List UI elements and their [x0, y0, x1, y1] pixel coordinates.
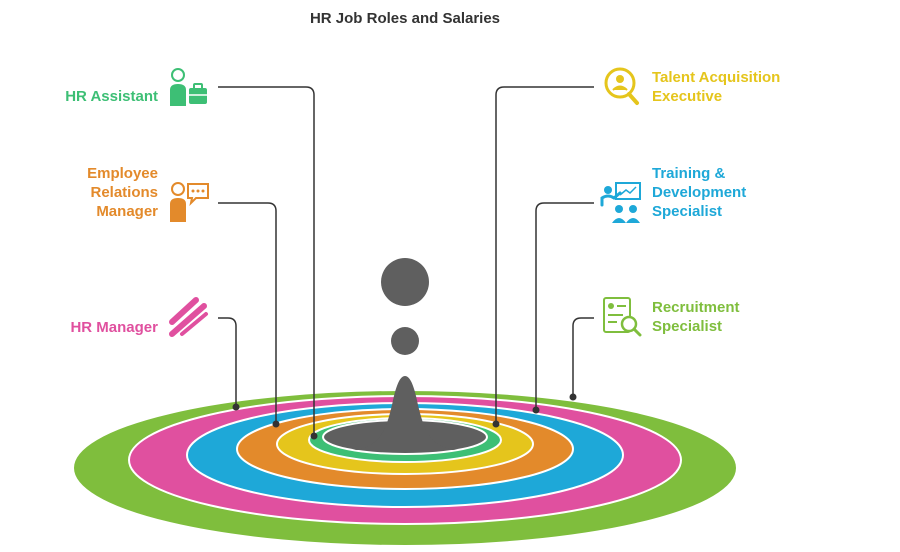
connector-hr-assistant	[218, 86, 315, 436]
connector-talent-acquisition-executive	[495, 86, 594, 424]
label-line: Development	[652, 184, 747, 201]
person-search-icon	[604, 67, 639, 105]
document-search-icon	[603, 297, 642, 337]
connector-employee-relations-manager	[218, 202, 277, 424]
connector-lines	[218, 86, 594, 440]
water-drop	[352, 258, 458, 450]
connector-employee-relations-manager-dot	[272, 420, 280, 428]
tools-icon	[169, 297, 208, 337]
connector-hr-manager-dot	[232, 403, 240, 411]
label-line: Executive	[652, 88, 723, 105]
label-line: HR Assistant	[65, 88, 158, 105]
connector-hr-assistant-dot	[310, 432, 318, 440]
label-line: Talent Acquisition	[652, 69, 781, 86]
label-hr-assistant: HR Assistant	[65, 87, 158, 106]
label-line: HR Manager	[70, 319, 158, 336]
label-hr-manager: HR Manager	[70, 318, 158, 337]
connector-training-development-specialist	[535, 202, 594, 410]
connector-training-development-specialist-dot	[532, 406, 540, 414]
label-line: Recruitment	[652, 299, 740, 316]
drop-splash	[352, 376, 458, 450]
label-line: Employee	[87, 165, 158, 182]
connector-hr-manager	[218, 317, 237, 407]
label-line: Relations	[90, 184, 158, 201]
presentation-icon	[600, 182, 641, 223]
drop-small	[391, 327, 419, 355]
person-briefcase-icon	[170, 68, 207, 106]
label-line: Training &	[652, 165, 726, 182]
connector-recruitment-specialist-dot	[569, 393, 577, 401]
label-line: Specialist	[652, 203, 723, 220]
person-chat-icon	[170, 182, 209, 222]
diagram-title: HR Job Roles and Salaries	[309, 10, 501, 27]
role-icons	[169, 67, 642, 337]
label-line: Specialist	[652, 318, 723, 335]
drop-large	[381, 258, 429, 306]
connector-talent-acquisition-executive-dot	[492, 420, 500, 428]
label-line: Manager	[96, 203, 158, 220]
connector-recruitment-specialist	[572, 317, 594, 397]
